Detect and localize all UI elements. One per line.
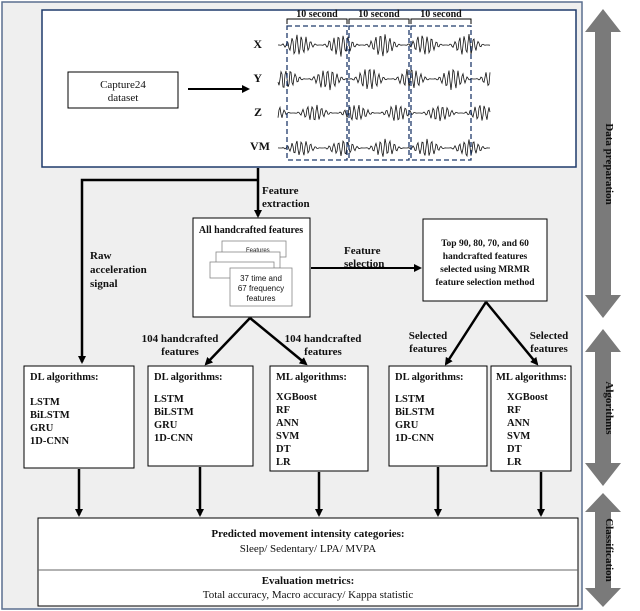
algo-item: DT (276, 444, 291, 455)
predicted-values: Sleep/ Sedentary/ LPA/ MVPA (240, 543, 376, 555)
algo-item: BiLSTM (30, 410, 70, 421)
mrmr-line1: Top 90, 80, 70, and 60 (441, 239, 529, 249)
algo-item: LSTM (395, 394, 425, 405)
channel-y: Y (253, 71, 262, 85)
algo-title: DL algorithms: (154, 372, 223, 383)
card-front-line3: features (247, 294, 276, 303)
algo-item: SVM (276, 431, 299, 442)
selected-right-2: features (530, 343, 568, 355)
algo-box-1: DL algorithms: LSTM BiLSTM GRU 1D-CNN (23, 365, 135, 469)
connector-raw (78, 178, 258, 364)
window-bracket-3 (410, 18, 472, 24)
selected-right-1: Selected (530, 330, 568, 342)
algo-item: XGBoost (276, 392, 317, 403)
channel-vm: VM (250, 139, 270, 153)
algo-item: LSTM (30, 397, 60, 408)
algo-item: GRU (30, 423, 54, 434)
side-label-algorithms: Algorithms (603, 381, 615, 435)
side-arrow-algorithms: Algorithms (585, 329, 621, 486)
raw-label-2: acceleration (90, 264, 147, 276)
dataset-line1: Capture24 (100, 79, 146, 91)
algo-item: 1D-CNN (30, 436, 69, 447)
algo-title: DL algorithms: (30, 372, 99, 383)
window-bracket-2 (348, 18, 410, 24)
hc104-right-2: features (304, 346, 342, 358)
waveform-x (277, 33, 491, 57)
algo-item: DT (507, 444, 522, 455)
algo-item: LSTM (154, 394, 184, 405)
window-2 (348, 25, 410, 161)
hc104-left-1: 104 handcrafted (142, 333, 219, 345)
card-front (229, 267, 293, 307)
mrmr-line2: handcrafted features (443, 252, 528, 262)
channel-x: X (253, 37, 262, 51)
window-3 (410, 25, 472, 161)
mrmr-line4: feature selection method (435, 278, 535, 288)
card-back-label: Features (246, 248, 270, 254)
algo-item: SVM (507, 431, 530, 442)
selected-left-2: features (409, 343, 447, 355)
algo-item: GRU (395, 420, 419, 431)
algo-item: XGBoost (507, 392, 548, 403)
algo-item: BiLSTM (395, 407, 435, 418)
metrics-title: Evaluation metrics: (262, 575, 355, 587)
algo-title: ML algorithms: (496, 372, 567, 383)
waveform-z (277, 104, 491, 122)
algo-item: LR (507, 457, 522, 468)
metrics-values: Total accuracy, Macro accuracy/ Kappa st… (203, 589, 414, 601)
feature-extraction-1: Feature (262, 185, 299, 197)
algo-item: ANN (507, 418, 530, 429)
hc104-left-2: features (161, 346, 199, 358)
side-label-classification: Classification (603, 518, 615, 582)
feature-selection-1: Feature (344, 245, 381, 257)
waveform-y (277, 68, 491, 91)
card-front-line2: 67 frequency (238, 284, 284, 293)
algo-item: 1D-CNN (154, 433, 193, 444)
classification-box (37, 517, 579, 607)
waveforms (277, 33, 491, 158)
selected-left-1: Selected (409, 330, 447, 342)
algo-item: BiLSTM (154, 407, 194, 418)
algo-item: LR (276, 457, 291, 468)
hc104-right-1: 104 handcrafted (285, 333, 362, 345)
algo-box-2: DL algorithms: LSTM BiLSTM GRU 1D-CNN (147, 365, 254, 467)
side-arrow-data-preparation: Data preparation (585, 9, 621, 318)
algo-item: RF (276, 405, 290, 416)
algo-title: ML algorithms: (276, 372, 347, 383)
window-label-2: 10 second (358, 9, 400, 20)
mrmr-box (422, 218, 548, 302)
algo-item: GRU (154, 420, 178, 431)
side-label-data-preparation: Data preparation (603, 123, 615, 204)
algo-title: DL algorithms: (395, 372, 464, 383)
algo-box-3: ML algorithms: XGBoost RF ANN SVM DT LR (269, 365, 369, 472)
arrow-sel-ml (485, 301, 539, 366)
card-front-line1: 37 time and (240, 274, 282, 283)
algo-item: RF (507, 405, 521, 416)
waveform-vm (277, 138, 491, 158)
dataset-line2: dataset (108, 92, 139, 104)
raw-label-3: signal (90, 278, 118, 290)
raw-label-1: Raw (90, 250, 111, 262)
mrmr-line3: selected using MRMR (440, 265, 530, 275)
window-label-1: 10 second (296, 9, 338, 20)
algo-box-4: DL algorithms: LSTM BiLSTM GRU 1D-CNN (388, 365, 488, 467)
window-label-3: 10 second (420, 9, 462, 20)
window-1 (286, 25, 348, 161)
feature-selection-2: selection (344, 258, 384, 270)
feature-extraction-2: extraction (262, 198, 310, 210)
algo-item: 1D-CNN (395, 433, 434, 444)
arrow-hc-ml (249, 317, 308, 366)
arrow-sel-dl (444, 301, 488, 366)
side-arrow-classification: Classification (585, 493, 621, 607)
predicted-title: Predicted movement intensity categories: (211, 528, 404, 540)
handcrafted-title: All handcrafted features (199, 225, 303, 236)
channel-z: Z (254, 105, 262, 119)
window-bracket-1 (286, 18, 348, 24)
algo-box-5: ML algorithms: XGBoost RF ANN SVM DT LR (490, 365, 572, 472)
dataset-box (67, 71, 179, 109)
arrow-hc-dl (204, 317, 251, 366)
algo-item: ANN (276, 418, 299, 429)
